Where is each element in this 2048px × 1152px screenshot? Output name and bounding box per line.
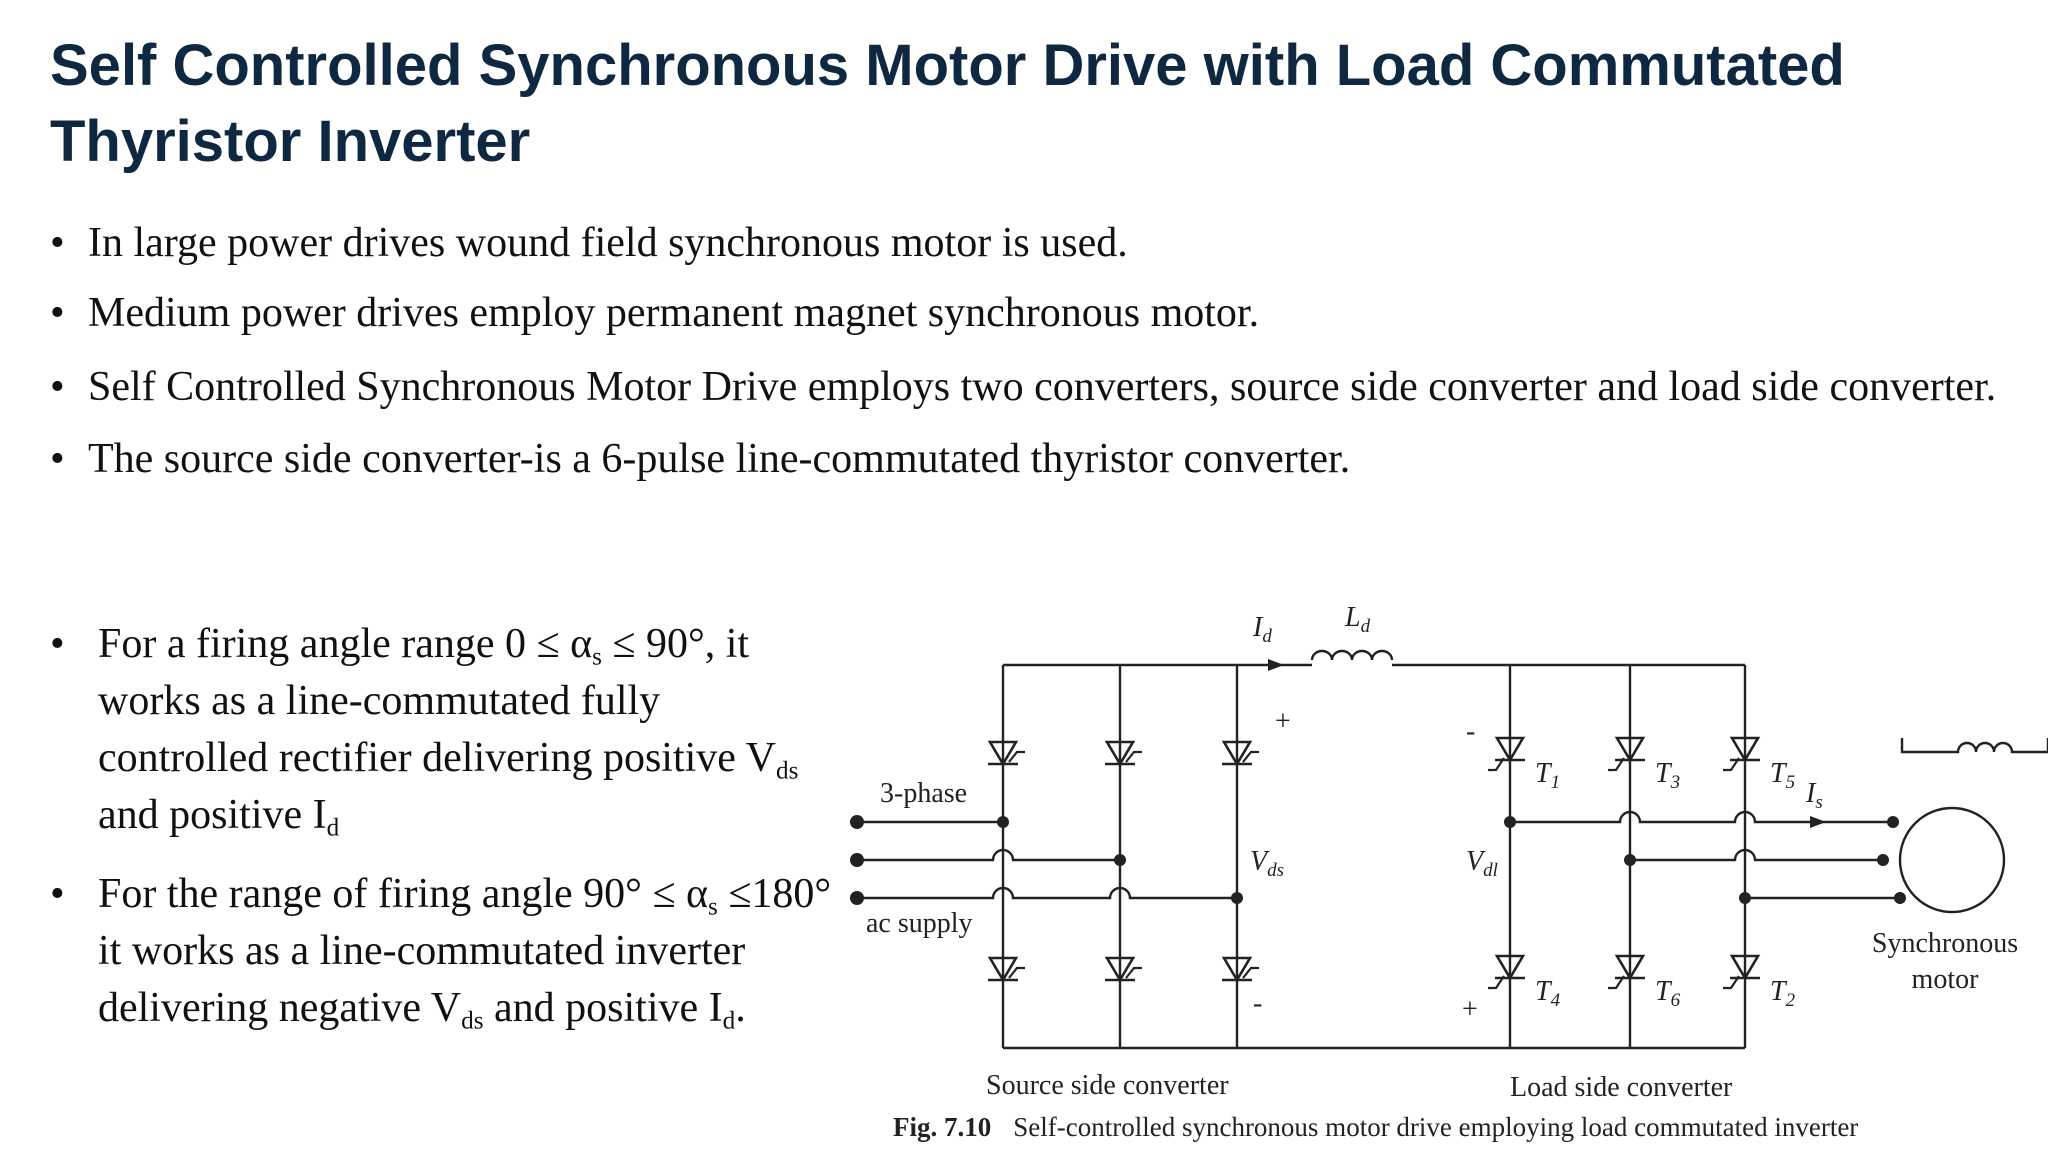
t6-label: T6 bbox=[1655, 976, 1681, 1011]
synchronous-motor-label: Synchronous bbox=[1872, 928, 2018, 959]
t2-label: T2 bbox=[1770, 976, 1796, 1011]
slide-title: Self Controlled Synchronous Motor Drive … bbox=[50, 33, 1845, 174]
thyristor-t4 bbox=[1486, 954, 1527, 990]
thyristor bbox=[986, 956, 1027, 982]
id-label: Id bbox=[1252, 612, 1272, 647]
t4-label: T4 bbox=[1535, 976, 1561, 1011]
t3-label: T3 bbox=[1655, 758, 1680, 793]
t5-label: T5 bbox=[1770, 758, 1795, 793]
load-side-converter-label: Load side converter bbox=[1510, 1072, 1733, 1103]
is-label: Is bbox=[1805, 778, 1823, 813]
thyristor-t6 bbox=[1606, 954, 1647, 990]
bullet-item: In large power drives wound field synchr… bbox=[50, 212, 2030, 274]
thyristor-t1 bbox=[1486, 736, 1527, 772]
plus-sign: + bbox=[1275, 706, 1291, 737]
source-side-converter-label: Source side converter bbox=[986, 1070, 1229, 1101]
thyristor-t3 bbox=[1606, 736, 1647, 772]
ac-supply-label: ac supply bbox=[866, 908, 973, 939]
junction-dots bbox=[850, 815, 1906, 905]
thyristor bbox=[1220, 956, 1261, 982]
t1-label: T1 bbox=[1535, 758, 1560, 793]
firing-angle-bullets: For a firing angle range 0 ≤ αs ≤ 90°, i… bbox=[50, 616, 840, 1037]
three-phase-label: 3-phase bbox=[880, 778, 967, 809]
current-arrow-is bbox=[1810, 816, 1826, 828]
minus-sign: - bbox=[1253, 988, 1262, 1019]
load-side-thyristors bbox=[1486, 736, 1762, 990]
plus-sign: + bbox=[1462, 994, 1478, 1025]
bullet-list: In large power drives wound field synchr… bbox=[50, 212, 2030, 490]
bullet-item: Medium power drives employ permanent mag… bbox=[50, 282, 2030, 344]
vdl-label: Vdl bbox=[1466, 846, 1498, 881]
thyristor bbox=[986, 740, 1027, 766]
synchronous-motor-label: motor bbox=[1912, 964, 1980, 995]
minus-sign: - bbox=[1466, 716, 1475, 747]
bullet-item: Self Controlled Synchronous Motor Drive … bbox=[50, 356, 2030, 418]
thyristor bbox=[1103, 740, 1144, 766]
rectifier-range-bullet: For a firing angle range 0 ≤ αs ≤ 90°, i… bbox=[50, 616, 840, 844]
thyristor-t5 bbox=[1721, 736, 1762, 772]
thyristor bbox=[1103, 956, 1144, 982]
circuit-wires bbox=[857, 649, 2048, 1050]
thyristor bbox=[1220, 740, 1261, 766]
inverter-range-bullet: For the range of firing angle 90° ≤ αs ≤… bbox=[50, 866, 840, 1037]
current-arrow-id bbox=[1268, 659, 1284, 671]
bullet-item: The source side converter-is a 6-pulse l… bbox=[50, 428, 2030, 490]
ld-label: Ld bbox=[1344, 602, 1371, 637]
vds-label: Vds bbox=[1250, 846, 1284, 881]
thyristor-t2 bbox=[1721, 954, 1762, 990]
